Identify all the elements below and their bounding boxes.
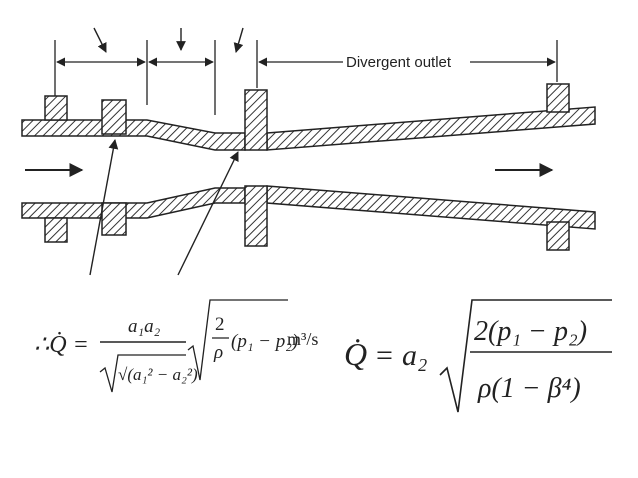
eq1-denominator: √(a₁² − a₂²) — [118, 365, 198, 384]
eq1-frac-den: ρ — [213, 342, 223, 363]
flange-throat-bottom — [244, 185, 268, 247]
pressure-tap-lines — [89, 139, 239, 276]
extension-lines — [54, 40, 558, 115]
eq1-den-radical — [99, 354, 186, 393]
eq1-units: m³/s — [287, 329, 318, 349]
bottom-flanges — [44, 185, 570, 251]
eq2-lhs: Q̇ — [344, 336, 367, 372]
collar-bottom — [101, 202, 127, 236]
collar-top — [101, 99, 127, 135]
flange-outlet-top — [546, 83, 570, 113]
flange-throat-top — [244, 89, 268, 151]
pointer-arrows-top — [93, 27, 244, 53]
eq2-equals: = — [376, 339, 393, 372]
label-divergent-outlet: Divergent outlet — [346, 54, 452, 71]
eq2-radical — [439, 299, 612, 413]
flange-inlet-bottom — [44, 217, 68, 243]
eq1-lhs: ∴Q̇ = — [34, 332, 89, 358]
top-flanges — [44, 83, 570, 151]
eq1-radical — [187, 299, 288, 381]
eq1-numerator: a₁a₂ — [128, 316, 161, 337]
equation-1: ∴Q̇ = a₁a₂ √(a₁² − a₂²) 2 ρ (p₁ − p₂) m³… — [34, 299, 318, 393]
eq2-numerator: 2(p₁ − p₂) — [474, 316, 587, 347]
eq2-a2: a₂ — [402, 339, 427, 372]
eq1-paren: (p₁ − p₂) — [231, 331, 298, 352]
eq2-denominator: ρ(1 − β⁴) — [477, 373, 581, 404]
flange-outlet-bottom — [546, 221, 570, 251]
eq1-frac-num: 2 — [215, 314, 225, 335]
flange-inlet-top — [44, 95, 68, 121]
equation-2: Q̇ = a₂ 2(p₁ − p₂) ρ(1 − β⁴) — [344, 299, 612, 413]
